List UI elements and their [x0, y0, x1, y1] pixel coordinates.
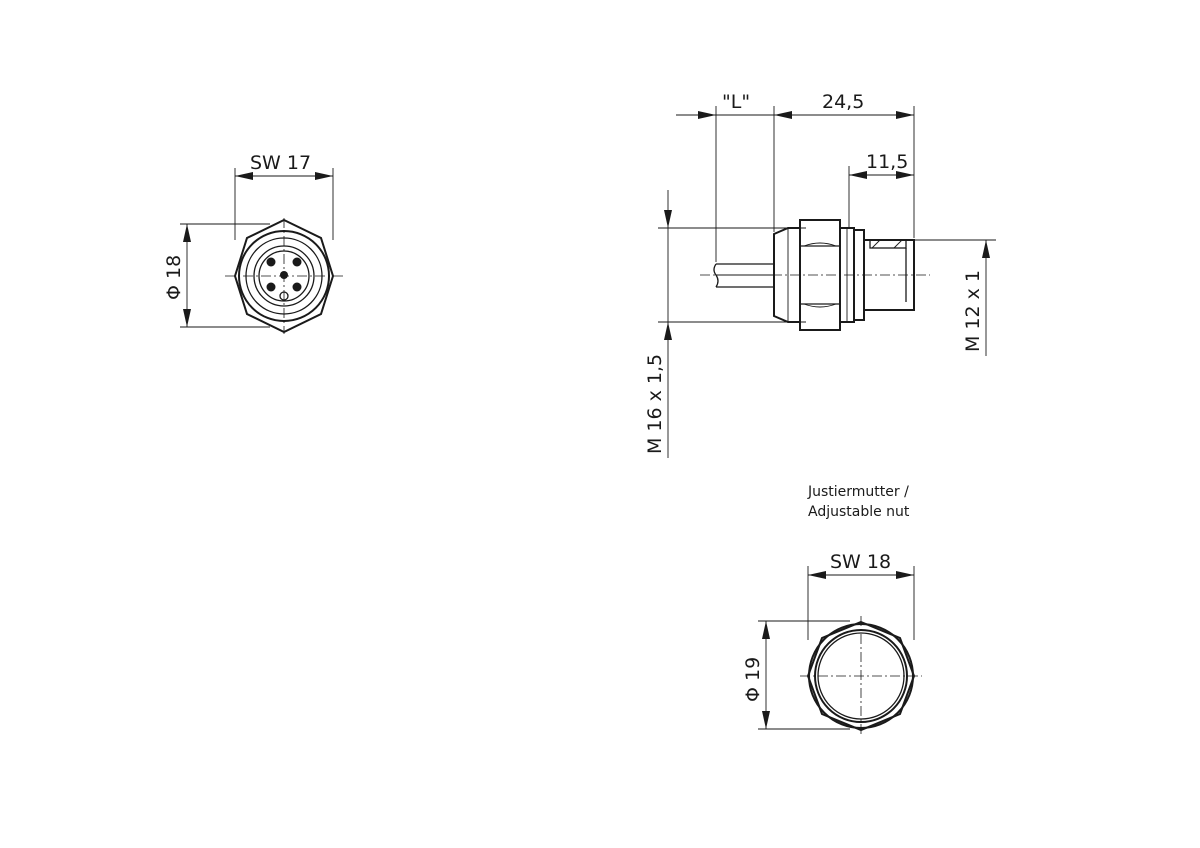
m16-label: M 16 x 1,5	[644, 354, 666, 454]
cable-break	[713, 263, 719, 288]
d18-arrow-top	[183, 224, 191, 242]
sw18-arrow-right	[896, 571, 914, 579]
d115-arrow-right	[896, 171, 914, 179]
m16-arrow-bottom	[664, 322, 672, 340]
socket-key-hatch-1	[871, 239, 881, 249]
d18-label: Φ 18	[163, 255, 185, 300]
sw17-arrow-left	[235, 172, 253, 180]
hex-chamfer-top	[803, 242, 837, 247]
hex-chamfer-bottom	[803, 303, 837, 308]
d18-arrow-bottom	[183, 309, 191, 327]
nut-note-line-1: Justiermutter /	[807, 484, 909, 500]
sw17-arrow-right	[315, 172, 333, 180]
front-view: SW 17 Φ 18	[163, 152, 343, 334]
l-arrow-left	[698, 111, 716, 119]
side-view: "L" 24,5 11,5 M 16 x 1,5 M 12 x 1	[644, 91, 996, 458]
d19-arrow-top	[762, 621, 770, 639]
pin-1	[266, 257, 276, 267]
d19-label: Φ 19	[742, 657, 764, 702]
sw18-label: SW 18	[830, 551, 891, 573]
pin-2	[292, 257, 302, 267]
pin-3	[266, 282, 276, 292]
d245-arrow-right	[896, 111, 914, 119]
d19-arrow-bottom	[762, 711, 770, 729]
d245-label: 24,5	[822, 91, 864, 113]
pin-4	[292, 282, 302, 292]
socket-key-hatch-2	[893, 239, 903, 249]
nut-note-line-2: Adjustable nut	[808, 504, 910, 520]
sw17-label: SW 17	[250, 152, 311, 174]
m12-label: M 12 x 1	[962, 270, 984, 352]
l-label: "L"	[722, 91, 750, 113]
m12-arrow-top	[982, 240, 990, 258]
sw18-arrow-left	[808, 571, 826, 579]
socket-key	[869, 239, 907, 249]
d115-arrow-left	[849, 171, 867, 179]
d115-label: 11,5	[866, 151, 908, 173]
nut-view: Justiermutter / Adjustable nut SW 18 Φ 1…	[742, 484, 922, 736]
m16-arrow-top	[664, 210, 672, 228]
